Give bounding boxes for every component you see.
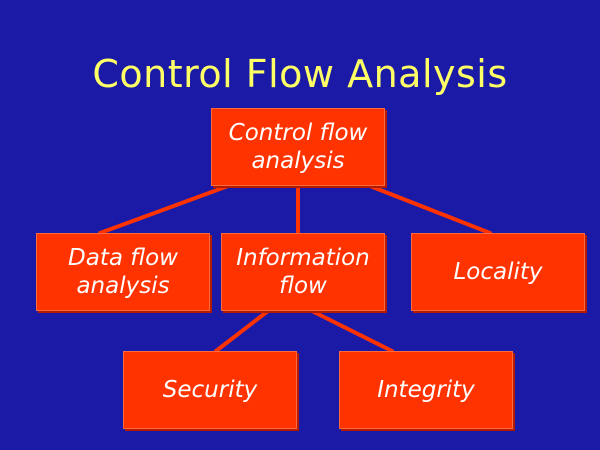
connector-infoflow-integrity <box>310 309 394 353</box>
node-label: Security <box>162 377 258 403</box>
node-integrity: Integrity <box>339 351 513 429</box>
node-information-flow: Information flow <box>221 233 385 311</box>
node-label: Data flow analysis <box>68 245 178 299</box>
node-locality: Locality <box>411 233 585 311</box>
connector-root-locality <box>368 184 492 235</box>
node-control-flow-analysis: Control flow analysis <box>211 108 385 186</box>
node-label: Control flow analysis <box>228 120 368 174</box>
slide-title: Control Flow Analysis <box>92 52 508 96</box>
connector-root-dataflow <box>98 184 230 235</box>
node-data-flow-analysis: Data flow analysis <box>36 233 210 311</box>
node-security: Security <box>123 351 297 429</box>
connector-infoflow-security <box>214 309 270 353</box>
node-label: Locality <box>453 259 543 285</box>
node-label: Information flow <box>236 245 370 299</box>
node-label: Integrity <box>377 377 475 403</box>
